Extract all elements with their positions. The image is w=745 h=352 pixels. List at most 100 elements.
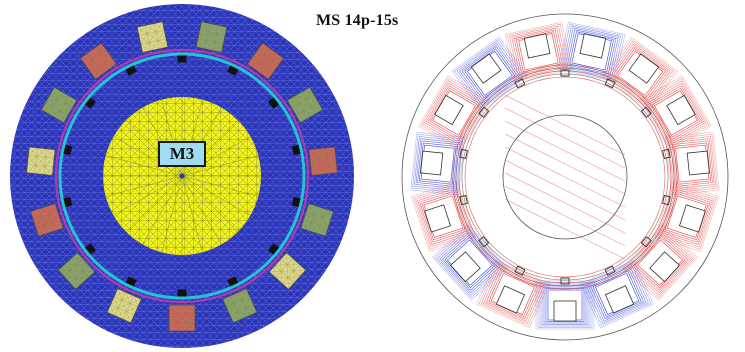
rotor-label: M3 xyxy=(158,141,206,167)
field-slot xyxy=(523,33,551,59)
slot-mesh xyxy=(300,203,334,237)
field-magnet xyxy=(459,194,468,206)
flux-contour xyxy=(651,87,701,139)
flux-contour xyxy=(415,138,460,189)
flux-contour xyxy=(629,231,691,294)
field-magnet xyxy=(662,148,671,160)
core-flux-line xyxy=(504,107,626,169)
flux-contour xyxy=(410,131,465,196)
flux-contour xyxy=(437,229,503,296)
core-mesh-ray xyxy=(181,175,259,197)
flux-contour xyxy=(670,138,715,189)
flux-contour xyxy=(627,229,693,296)
field-slot xyxy=(424,204,452,233)
rotor-magnet xyxy=(84,243,97,255)
field-magnet xyxy=(514,265,526,276)
flux-contour xyxy=(541,285,589,325)
rotor-magnet xyxy=(227,276,239,287)
airgap-contour xyxy=(461,73,669,281)
flux-contour xyxy=(545,288,585,322)
flux-contour xyxy=(451,36,528,111)
field-magnet xyxy=(478,106,490,118)
field-slot xyxy=(678,204,706,233)
flux-contour xyxy=(582,261,652,326)
slot-mesh xyxy=(26,146,56,176)
flux-contour xyxy=(557,21,626,82)
flux-contour xyxy=(543,286,587,324)
core-flux-line xyxy=(504,120,626,182)
flux-contour xyxy=(671,140,713,187)
core-mesh-ray xyxy=(181,175,203,253)
flux-contour xyxy=(420,77,488,149)
flux-contour xyxy=(454,38,526,108)
rotor-magnet xyxy=(63,196,73,208)
figure-title: MS 14p-15s xyxy=(316,12,399,29)
flux-contour xyxy=(418,142,457,185)
core-mesh-ray xyxy=(113,175,183,216)
flux-contour xyxy=(411,181,476,253)
flux-contour xyxy=(640,75,712,151)
flux-contour xyxy=(564,27,619,77)
core-mesh-ray xyxy=(181,136,251,177)
flux-contour xyxy=(444,236,496,289)
flux-contour xyxy=(642,77,710,149)
field-slot xyxy=(666,94,696,126)
rotor-magnet xyxy=(63,144,73,156)
core-flux-line xyxy=(504,185,626,247)
airgap-contour xyxy=(464,76,666,278)
flux-contour xyxy=(434,226,506,299)
field-slot xyxy=(434,94,464,126)
flux-contour xyxy=(562,25,621,78)
flux-contour xyxy=(587,266,647,322)
field-magnet xyxy=(640,236,652,248)
flux-contour xyxy=(602,36,679,111)
flux-contour xyxy=(644,80,708,146)
slot-mesh xyxy=(287,87,323,123)
flux-contour xyxy=(418,75,490,151)
field-magnet xyxy=(459,148,468,160)
flux-contour xyxy=(413,183,474,250)
field-magnet xyxy=(604,265,616,276)
core-mesh-ray xyxy=(142,175,183,245)
flux-contour xyxy=(509,25,568,78)
flux-contour xyxy=(566,29,617,75)
core-flux-line xyxy=(504,172,626,234)
flux-contour xyxy=(580,259,654,329)
field-slot xyxy=(420,150,444,176)
rotor-magnet xyxy=(267,97,280,109)
field-magnet xyxy=(478,236,490,248)
flux-contour xyxy=(673,142,712,185)
flux-contour xyxy=(459,43,521,104)
flux-contour xyxy=(569,31,615,73)
flux-contour xyxy=(422,80,486,146)
field-slot xyxy=(470,53,502,84)
slot-mesh xyxy=(137,21,168,53)
flux-contour xyxy=(432,224,508,301)
field-slot xyxy=(649,251,680,283)
core-flux-line xyxy=(504,94,626,156)
core-flux-line xyxy=(504,198,626,260)
flux-contour xyxy=(647,82,705,144)
airgap-ring-outer xyxy=(54,48,310,304)
flux-contour xyxy=(427,85,481,141)
rotor-magnet xyxy=(267,243,280,255)
flux-contour xyxy=(485,268,540,320)
airgap-ring-inner xyxy=(58,52,306,300)
flux-contour xyxy=(632,234,689,291)
flux-contour xyxy=(511,27,566,77)
rotor-magnet xyxy=(177,55,187,63)
flux-contour xyxy=(439,231,501,294)
flux-contour xyxy=(535,280,595,330)
flux-contour xyxy=(419,190,468,243)
airgap-contour xyxy=(452,64,678,290)
core-mesh-ray xyxy=(161,175,183,253)
core-mesh-ray xyxy=(181,155,259,177)
airgap-contour xyxy=(458,70,672,284)
field-slot xyxy=(686,150,710,176)
core-flux-line xyxy=(504,133,626,195)
flux-contour xyxy=(604,38,676,108)
slot-mesh xyxy=(58,252,95,290)
flux-contour xyxy=(488,270,538,318)
flux-contour xyxy=(624,226,696,299)
